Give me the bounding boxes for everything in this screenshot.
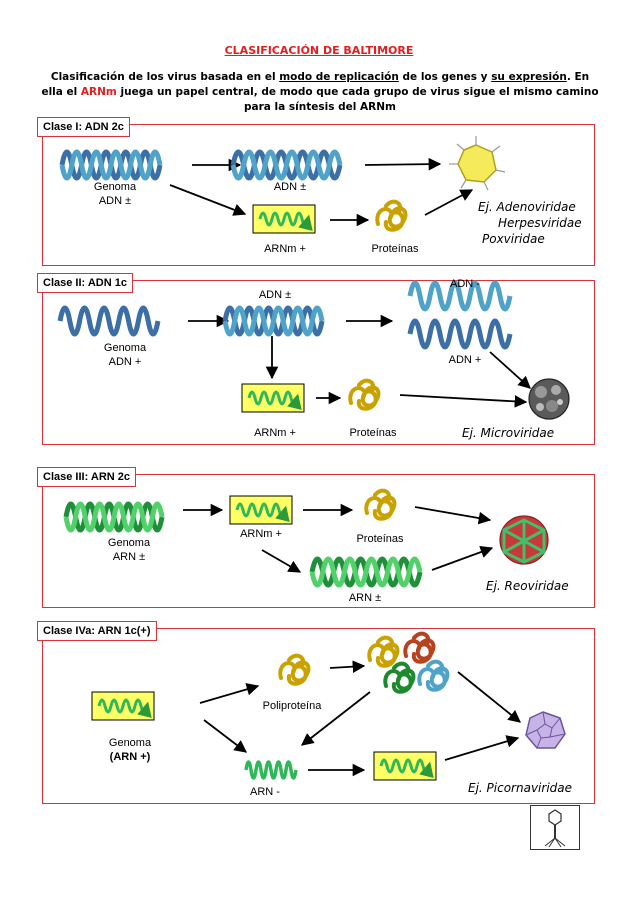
intro-underline-replication: modo de replicación: [279, 71, 399, 83]
intro-highlight-arnm: ARNm: [80, 86, 117, 98]
class2-mrna-label: ARNm +: [254, 427, 296, 439]
class2-arrow-proteins-to-virion: [399, 394, 528, 408]
class2-tag: Clase II: ADN 1c: [37, 273, 133, 293]
class3-mrna-label: ARNm +: [240, 528, 282, 540]
class2-example-microviridae: Ej. Microviridae: [462, 426, 555, 440]
class4-genome-box: [91, 691, 155, 721]
class1-genome-label-line2: ADN ±: [98, 195, 132, 207]
class1-example-herpesviridae: Herpesviridae: [498, 216, 582, 230]
class2-genome-ssdna: [57, 305, 161, 337]
class4-example-picornaviridae: Ej. Picornaviridae: [468, 781, 573, 795]
class4-polyprotein-label: Poliproteína: [262, 700, 322, 712]
class4-arrow-polymerase: [301, 691, 371, 746]
class2-dsdna-label: ADN ±: [258, 289, 292, 301]
class4-polyprotein-icon: [278, 653, 311, 686]
class1-mrna-label: ARNm +: [264, 243, 306, 255]
class2-dna-minus-label: ADN -: [450, 278, 480, 290]
class2-protein-icon: [348, 378, 381, 411]
class4-arrow-cleavage: [329, 660, 366, 673]
class2-mrna-box: [241, 383, 305, 413]
class4-cleaved-proteins-icon: [367, 631, 450, 694]
class4-rna-plus-box: [373, 751, 437, 781]
class1-tag: Clase I: ADN 2c: [37, 117, 130, 137]
class3-virion-reovirus-icon: [499, 515, 549, 565]
class1-example-poxviridae: Poxviridae: [482, 232, 545, 246]
class3-genome-label: Genoma ARN ±: [94, 536, 164, 564]
class4-genome-label-line1: Genoma: [108, 737, 152, 749]
intro-part: . En ella el: [41, 71, 590, 98]
class4-arrow-rna-to-virion: [444, 735, 520, 761]
page-title: CLASIFICACIÓN DE BALTIMORE: [224, 44, 414, 57]
class4-frame: [42, 628, 595, 804]
intro-underline-expression: su expresión: [491, 71, 567, 83]
class2-proteins-label: Proteínas: [349, 427, 397, 439]
class1-example-adenoviridae: Ej. Adenoviridae: [478, 200, 576, 214]
class2-dna-plus-label: ADN +: [448, 354, 482, 366]
class1-arrow-assembly: [424, 189, 474, 216]
class4-arrow-translation: [199, 683, 260, 704]
class3-mrna-box: [229, 495, 293, 525]
class3-proteins-label: Proteínas: [356, 533, 404, 545]
class1-arrow-transcription: [169, 184, 247, 216]
class1-genome-label: Genoma ADN ±: [80, 180, 150, 208]
class4-rna-minus-label: ARN -: [250, 786, 280, 798]
class3-arrow-proteins-to-virion: [414, 506, 492, 525]
class3-frame: [42, 474, 595, 608]
class1-proteins-label: Proteínas: [371, 243, 419, 255]
class3-genome-label-line2: ARN ±: [112, 551, 146, 563]
class1-arrow-to-virion: [364, 157, 442, 171]
class2-frame: [42, 280, 595, 445]
class1-examples: Ej. Adenoviridae Herpesviridae Poxvirida…: [478, 199, 582, 247]
class2-dna-minus-strand: [407, 280, 513, 312]
class3-example-reoviridae: Ej. Reoviridae: [486, 579, 569, 593]
class3-protein-icon: [364, 488, 397, 521]
class3-genome-label-line1: Genoma: [107, 537, 151, 549]
intro-text: Clasificación de los virus basada en el …: [40, 70, 600, 115]
class2-genome-label: Genoma ADN +: [90, 341, 160, 369]
class3-arrow-replication: [261, 549, 302, 573]
class1-genome-label-line1: Genoma: [93, 181, 137, 193]
class3-arrow-rna-to-virion: [431, 545, 494, 571]
class4-rna-minus-strand: [244, 760, 298, 780]
class1-mrna-box: [252, 204, 316, 234]
class3-rna-label: ARN ±: [348, 592, 382, 604]
class2-dna-plus-strand: [407, 318, 513, 350]
class4-genome-label-line2: (ARN +): [109, 751, 151, 763]
class2-virion-microvirus-icon: [528, 378, 570, 420]
class1-dna-copy: [230, 149, 343, 181]
bacteriophage-icon: [530, 805, 580, 850]
class3-tag: Clase III: ARN 2c: [37, 467, 137, 487]
class2-genome-label-line2: ADN +: [108, 356, 142, 368]
class4-arrow-replication: [203, 719, 248, 753]
class2-arrow-dna-to-virion: [489, 351, 531, 389]
class1-frame: [42, 124, 595, 266]
intro-part: de los genes y: [398, 71, 492, 83]
class4-virion-picornavirus-icon: [525, 711, 566, 749]
class3-genome-dsrna: [63, 501, 165, 533]
class1-protein-icon: [375, 199, 408, 232]
class1-genome-dna: [59, 149, 163, 181]
class4-genome-label: Genoma (ARN +): [90, 736, 170, 764]
class3-rna-copy: [309, 556, 423, 588]
class1-virion-adenovirus-icon: [449, 136, 506, 191]
class2-genome-label-line1: Genoma: [103, 342, 147, 354]
class4-tag: Clase IVa: ARN 1c(+): [37, 621, 157, 641]
intro-part: Clasificación de los virus basada en el: [50, 71, 280, 83]
class2-dsdna: [222, 305, 325, 337]
class1-dna-label: ADN ±: [273, 181, 307, 193]
class4-arrow-proteins-to-virion: [457, 671, 521, 723]
intro-part: juega un papel central, de modo que cada…: [116, 86, 599, 113]
